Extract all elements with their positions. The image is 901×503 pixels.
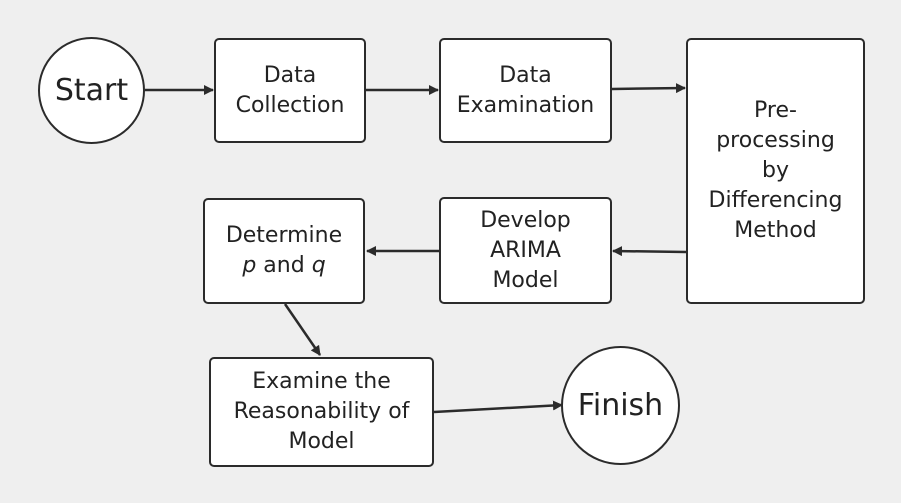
finish-node: Finish <box>561 346 680 465</box>
develop-arima-line-3: Model <box>492 267 559 293</box>
data-collection-line-2: Collection <box>235 92 345 118</box>
preprocessing-line-3: by <box>762 158 789 183</box>
variable-q: q <box>311 253 326 278</box>
data-examination-line-1: Data <box>499 62 552 88</box>
arrow-examine-to-finish <box>433 400 563 414</box>
finish-label: Finish <box>577 387 664 423</box>
determine-pq-node: Determine p and q <box>203 198 365 304</box>
data-examination-node: Data Examination <box>439 38 612 143</box>
develop-arima-line-1: Develop <box>480 207 571 233</box>
preprocessing-line-2: processing <box>716 128 835 153</box>
data-examination-line-2: Examination <box>456 92 595 118</box>
start-node: Start <box>38 37 145 144</box>
preprocessing-line-4: Differencing <box>708 188 843 213</box>
examine-reasonability-node: Examine the Reasonability of Model <box>209 357 434 467</box>
arrow-preprocessing-to-arima <box>612 246 687 257</box>
examine-line-2: Reasonability of <box>233 399 410 424</box>
arrow-examination-to-preprocessing <box>611 83 686 94</box>
examine-line-1: Examine the <box>252 369 391 394</box>
arrow-determine-to-examine <box>283 303 322 356</box>
examine-line-3: Model <box>288 429 355 454</box>
data-collection-node: Data Collection <box>214 38 366 143</box>
data-collection-line-1: Data <box>263 62 317 88</box>
preprocessing-line-5: Method <box>734 218 817 243</box>
conjunction-and: and <box>263 253 305 278</box>
preprocessing-node: Pre- processing by Differencing Method <box>686 38 865 304</box>
determine-line-2: p and q <box>226 251 342 281</box>
preprocessing-line-1: Pre- <box>754 98 797 123</box>
start-label: Start <box>54 72 129 108</box>
variable-p: p <box>242 253 257 278</box>
develop-arima-node: Develop ARIMA Model <box>439 197 612 304</box>
develop-arima-line-2: ARIMA <box>490 237 561 263</box>
determine-line-1: Determine <box>225 223 343 248</box>
